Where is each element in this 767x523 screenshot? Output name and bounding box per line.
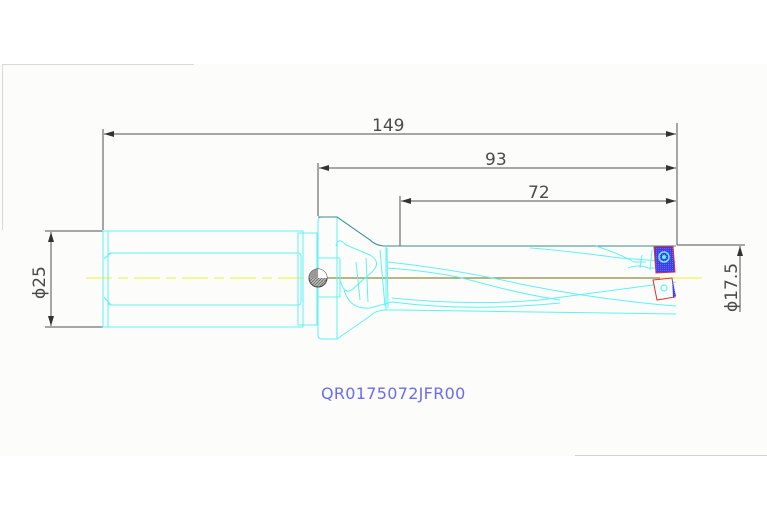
drill-fluted-body [385,245,677,315]
coolant-hole-symbol [308,268,328,288]
cutting-insert-top [653,245,676,274]
cutting-insert-bottom [652,277,676,301]
frame-border-bottom [575,455,767,456]
frame-border-left [2,64,3,230]
dimension-72-label: 72 [528,183,550,203]
dimension-cutting-diameter [677,244,745,312]
dimension-flute-length [399,196,676,246]
dimension-body-length [317,163,676,216]
dimension-149-label: 149 [372,116,404,136]
frame-border-top [2,64,194,65]
drill-top-edge [318,216,676,247]
dimension-93-label: 93 [485,150,507,170]
drill-shank [102,230,318,328]
drawing-sheet [0,64,767,456]
dimension-overall-length [102,123,678,245]
model-code-label: QR0175072JFR00 [321,384,466,403]
dimension-d25-label: ϕ25 [30,266,50,299]
dimension-d17-5-label: ϕ17.5 [722,263,742,312]
dimension-shank-diameter [45,230,108,328]
